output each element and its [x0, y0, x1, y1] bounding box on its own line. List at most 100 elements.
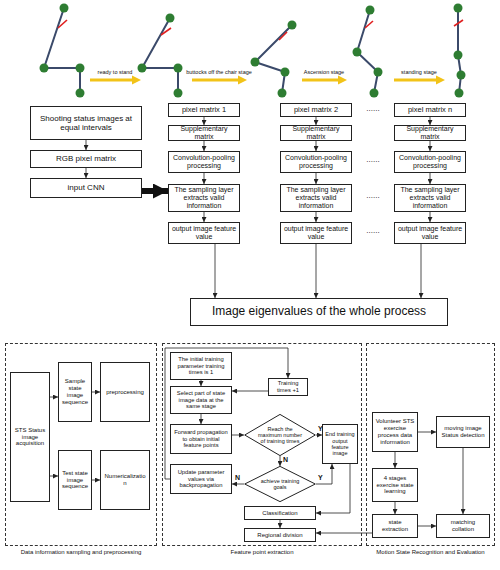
node-text: Update parameter values via backpropagat… [171, 469, 231, 489]
body-stick [44, 8, 80, 93]
process-box: The sampling layer extracts valid inform… [280, 184, 352, 212]
ellipsis-mark: ...... [366, 192, 379, 200]
process-box: Classification [244, 506, 316, 520]
stage-arrow [394, 79, 437, 82]
process-box: STS Status image acquisition [10, 372, 50, 502]
stage-label: standing stage [401, 70, 437, 76]
process-box: output image feature value [394, 222, 466, 244]
flow-arrow [92, 392, 100, 393]
process-box: matching collation [436, 514, 490, 538]
decision-diamond: achieve training goals [244, 466, 316, 502]
joint-dot [76, 64, 85, 73]
panel-caption: Feature point extraction [159, 549, 365, 556]
joint-dot [76, 89, 85, 98]
flow-arrow [215, 244, 216, 298]
panel-caption: Data information sampling and preprocess… [2, 549, 160, 556]
joint-dot [353, 48, 362, 57]
flow-arrow [50, 397, 58, 398]
node-text: Numericalization [101, 473, 149, 487]
node-text: Supplementary matrix [169, 125, 239, 141]
flow-arrow [421, 244, 422, 298]
summary-box: Image eigenvalues of the whole process [190, 298, 448, 326]
node-text: moving image Status detection [437, 425, 489, 439]
node-text: Regional division [255, 532, 304, 539]
node-text: output image feature value [395, 225, 465, 241]
node-text: input CNN [66, 183, 107, 192]
node-text: End training output feature image [323, 431, 357, 456]
joint-dot [174, 89, 183, 98]
flow-arrow [316, 464, 332, 484]
flow-arrow [232, 391, 268, 392]
flow-arrow [280, 520, 281, 528]
joint-dot [455, 89, 464, 98]
posture-mark [365, 21, 373, 28]
flow-arrow [316, 244, 317, 298]
process-box: Convolution-pooling processing [280, 151, 352, 173]
decision-diamond: Reach the maximum number of training tim… [244, 414, 316, 456]
process-box: moving image Status detection [436, 416, 490, 448]
node-text: preprocessing [104, 389, 146, 396]
branch-label: Y [318, 474, 323, 481]
process-box: Numericalization [100, 450, 150, 510]
process-box: output image feature value [168, 222, 240, 244]
joint-dot [174, 64, 183, 73]
process-box: Volunteer STS exercise process data info… [372, 412, 418, 452]
flow-arrow [86, 140, 87, 150]
stage-panel: Motion State Recognition and EvaluationV… [366, 343, 495, 546]
flow-arrow [204, 173, 205, 184]
joint-dot [138, 64, 147, 73]
node-text: Training times +1 [269, 380, 307, 393]
node-text: The sampling layer extracts valid inform… [395, 186, 465, 210]
branch-label: N [235, 474, 240, 481]
flow-arrow [395, 502, 396, 514]
flow-arrow [316, 464, 350, 513]
process-box: The initial training parameter training … [170, 352, 232, 380]
joint-dot [454, 4, 463, 13]
process-box: preprocessing [100, 362, 150, 422]
process-box: Sample state image sequence [58, 362, 92, 422]
node-text: pixel matrix 2 [292, 106, 340, 115]
posture-mark [454, 20, 463, 26]
node-text: Image eigenvalues of the whole process [210, 305, 428, 319]
node-text: Select part of state image data at the s… [171, 390, 231, 410]
block-arrow [142, 188, 168, 194]
flow-arrow [316, 173, 317, 184]
flow-arrow [50, 476, 58, 477]
body-stick [142, 18, 178, 93]
stage-arrow-head [338, 76, 347, 85]
process-box: End training output feature image [322, 424, 358, 464]
stage-arrow [302, 79, 339, 82]
node-text: The initial training parameter training … [171, 356, 231, 376]
node-text: matching collation [437, 519, 489, 533]
ellipsis-mark: ...... [366, 105, 379, 113]
node-text: Forward propagation to obtain initial fe… [171, 429, 231, 449]
flow-arrow [418, 432, 436, 433]
flow-arrow [204, 141, 205, 151]
ellipsis-mark: ...... [366, 156, 379, 164]
process-box: Training times +1 [268, 378, 308, 396]
node-text: RGB pixel matrix [54, 154, 118, 163]
process-box: Shooting status images at equal interval… [30, 106, 142, 140]
stage-label: Ascension stage [304, 70, 344, 76]
process-box: Supplementary matrix [280, 125, 352, 141]
stage-arrow-head [132, 76, 141, 85]
node-text: pixel matrix 1 [180, 106, 228, 115]
flow-arrow [201, 380, 202, 386]
process-box: 4 stages exercise state learning [372, 468, 418, 502]
flow-arrow [232, 435, 244, 436]
node-text: output image feature value [169, 225, 239, 241]
joint-dot [281, 68, 290, 77]
stage-arrow-head [436, 76, 445, 85]
process-box: The sampling layer extracts valid inform… [394, 184, 466, 212]
process-box: Update parameter values via backpropagat… [170, 464, 232, 494]
node-text: state extraction [373, 519, 417, 533]
node-text: Volunteer STS exercise process data info… [373, 418, 417, 446]
joint-dot [457, 71, 466, 80]
process-box: Convolution-pooling processing [394, 151, 466, 173]
flow-arrow [280, 456, 281, 466]
flow-arrow [430, 212, 431, 222]
flow-arrow [430, 173, 431, 184]
panel-caption: Motion State Recognition and Evaluation [363, 549, 498, 556]
